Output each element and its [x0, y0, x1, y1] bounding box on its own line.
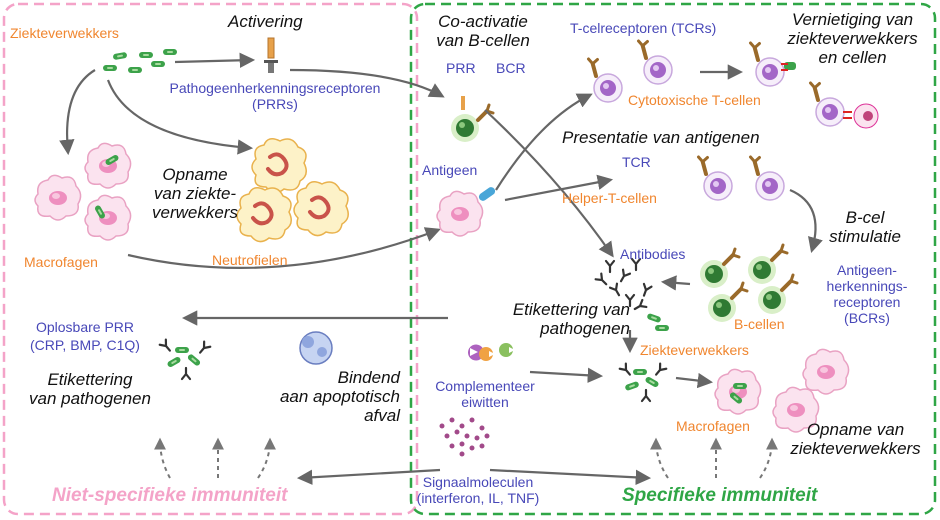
macrophage-left-2	[84, 142, 132, 189]
label-pathogens-top: Ziekteverwekkers	[10, 25, 119, 41]
bcell-right-1	[700, 247, 741, 288]
antigen-presenting-cell	[436, 187, 496, 237]
helper-tcell-1	[691, 151, 733, 201]
label-coactivation: Co-activatie van B-cellen	[436, 12, 530, 50]
macrophage-left-3	[84, 194, 132, 241]
specific-frame	[409, 2, 937, 516]
label-antibodies: Antibodies	[620, 246, 686, 262]
label-tagging-left: Etikettering van pathogenen	[29, 370, 151, 408]
label-macrophages-right: Macrofagen	[676, 418, 750, 434]
tagged-pathogens-right	[618, 362, 668, 403]
title-specific-immunity: Specifieke immuniteit	[622, 485, 818, 506]
label-macrophages-left: Macrofagen	[24, 254, 98, 270]
label-binding-debris: Bindend aan apoptotisch afval	[279, 368, 400, 425]
complement-proteins	[468, 343, 515, 361]
macrophage-left-1	[34, 174, 82, 221]
coactivated-bcell	[451, 96, 495, 142]
bcell-right-2	[748, 243, 789, 284]
label-bcr: BCR	[496, 60, 526, 76]
label-tcr: TCR	[622, 154, 651, 170]
killer-tcell-1	[743, 37, 796, 87]
label-bcells: B-cellen	[734, 316, 785, 332]
label-prr: PRR	[446, 60, 476, 76]
label-bcrs: Antigeen- herkennings- receptoren (BCRs)	[826, 262, 908, 326]
label-antigen: Antigeen	[422, 162, 478, 178]
pathogen-cluster-top	[103, 49, 177, 73]
neutrophil-3	[292, 179, 351, 238]
helper-tcell-2	[743, 151, 785, 201]
label-destruction: Vernietiging van ziekteverwekkers en cel…	[787, 10, 918, 67]
prr-activation-icon	[264, 37, 278, 73]
label-helper: Helper-T-cellen	[562, 190, 657, 206]
label-tagging-center: Etikettering van pathogenen	[512, 300, 630, 338]
label-signal-molecules: Signaalmoleculen (interferon, IL, TNF)	[416, 474, 540, 506]
label-antigen-presentation: Presentatie van antigenen	[562, 128, 760, 147]
label-soluble-prr: Oplosbare PRR (CRP, BMP, C1Q)	[30, 319, 140, 353]
label-tcrs: T-celreceptoren (TCRs)	[570, 20, 717, 36]
label-prrs: Pathogeenherkenningsreceptoren (PRRs)	[169, 80, 381, 112]
label-activation: Activering	[228, 12, 303, 31]
killer-tcell-2	[803, 77, 879, 129]
nonspecific-frame	[2, 2, 419, 516]
label-bcell-stimulation: B-cel stimulatie	[829, 208, 901, 246]
apoptotic-debris	[299, 331, 333, 365]
label-uptake-left: Opname van ziekte- verwekkers	[152, 165, 238, 222]
cytotoxic-tcell-2	[631, 35, 673, 85]
macrophage-right-2	[802, 348, 850, 395]
title-nonspecific-immunity: Niet-specifieke immuniteit	[52, 485, 288, 506]
label-cytotoxic: Cytotoxische T-cellen	[628, 92, 761, 108]
label-uptake-right: Opname van ziekteverwekkers	[790, 420, 921, 458]
label-pathogens-right: Ziekteverwekkers	[640, 342, 749, 358]
signal-molecules	[439, 417, 490, 457]
macrophage-right-1	[714, 368, 762, 415]
neutrophil-1	[250, 136, 309, 195]
label-neutrophils: Neutrofielen	[212, 252, 288, 268]
label-complement: Complementeer eiwitten	[435, 378, 535, 410]
